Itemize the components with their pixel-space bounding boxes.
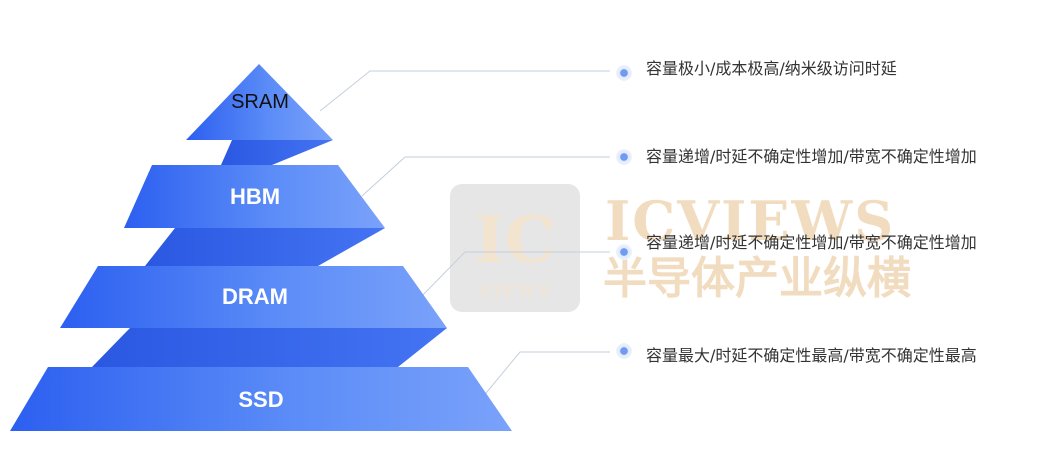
tier-dram	[60, 266, 447, 328]
bullet-icon	[616, 65, 632, 81]
description-item: 容量递增/时延不确定性增加/带宽不确定性增加	[616, 233, 977, 260]
description-text: 容量最大/时延不确定性最高/带宽不确定性最高	[646, 346, 977, 365]
bullet-icon	[616, 244, 632, 260]
tier-hbm	[124, 165, 385, 228]
bullet-icon	[616, 343, 632, 359]
watermark-logo-box	[450, 184, 580, 312]
description-item: 容量最大/时延不确定性最高/带宽不确定性最高	[616, 343, 977, 365]
bullet-icon	[616, 149, 632, 165]
description-text: 容量极小/成本极高/纳米级访问时延	[646, 59, 897, 78]
connector-hbm	[361, 156, 610, 197]
pyramid: SRAM HBM DRAM SSD	[10, 64, 512, 431]
description-text: 容量递增/时延不确定性增加/带宽不确定性增加	[646, 233, 977, 252]
band-hbm-dram	[145, 228, 385, 266]
tier-label-ssd: SSD	[238, 387, 283, 412]
description-item: 容量递增/时延不确定性增加/带宽不确定性增加	[616, 147, 977, 166]
connector-dram	[419, 251, 610, 299]
watermark: IC VIEWS ICVIEWS 半导体产业纵横	[450, 184, 911, 312]
band-sram-hbm	[221, 140, 333, 165]
watermark-brand-en: ICVIEWS	[605, 189, 895, 253]
connector-ssd	[481, 351, 610, 399]
band-dram-ssd	[92, 328, 447, 367]
connectors	[319, 70, 610, 399]
tier-sram	[186, 64, 333, 140]
tier-label-dram: DRAM	[222, 284, 288, 309]
tier-label-hbm: HBM	[230, 184, 280, 209]
tier-ssd	[10, 367, 512, 431]
tier-label-sram: SRAM	[231, 91, 289, 113]
connector-sram	[319, 70, 610, 112]
watermark-logo-bottom: VIEWS	[477, 281, 552, 302]
description-text: 容量递增/时延不确定性增加/带宽不确定性增加	[646, 147, 977, 166]
descriptions: 容量极小/成本极高/纳米级访问时延 容量递增/时延不确定性增加/带宽不确定性增加…	[616, 59, 977, 365]
watermark-brand-cn: 半导体产业纵横	[603, 253, 911, 304]
description-item: 容量极小/成本极高/纳米级访问时延	[616, 59, 897, 81]
watermark-logo-top: IC	[475, 203, 556, 278]
